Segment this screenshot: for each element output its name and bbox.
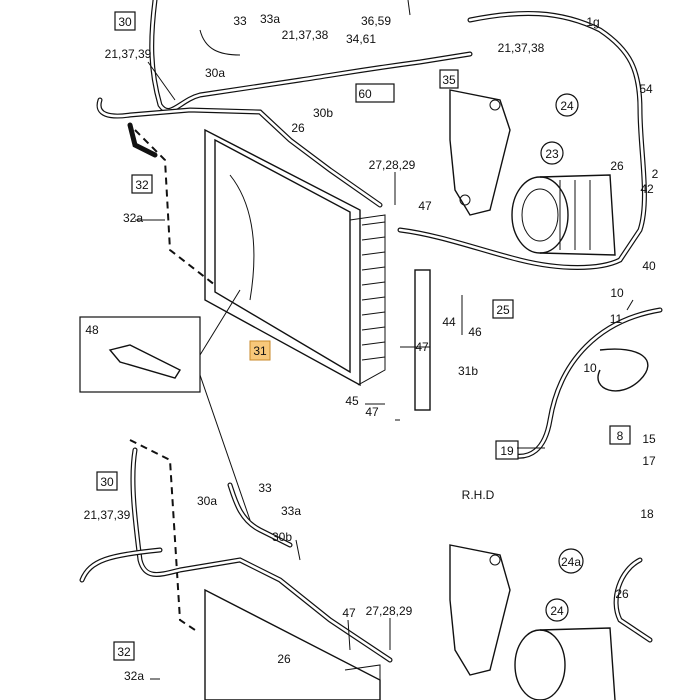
label-33-top: 33 xyxy=(233,14,247,28)
label-47-low: 47 xyxy=(365,405,379,419)
label-42: 42 xyxy=(640,182,654,196)
bracket-bottom xyxy=(449,544,511,676)
label-11: 11 xyxy=(610,312,623,326)
label-24-bottom: 24 xyxy=(550,604,564,618)
label-26-right: 26 xyxy=(610,159,624,173)
label-31b: 31b xyxy=(458,364,478,378)
label-46: 46 xyxy=(468,325,482,339)
label-27-28-29-bottom: 27,28,29 xyxy=(366,604,413,618)
label-26-top: 26 xyxy=(291,121,305,135)
label-25: 25 xyxy=(496,303,510,317)
label-24-top: 24 xyxy=(560,99,574,113)
label-18: 18 xyxy=(640,507,654,521)
label-60: 60 xyxy=(358,87,372,101)
label-33a-top: 33a xyxy=(260,12,280,26)
label-rhd: R.H.D xyxy=(462,488,495,502)
label-21-37-38-right: 21,37,38 xyxy=(498,41,545,55)
bracket-top xyxy=(449,89,511,216)
label-32-top: 32 xyxy=(135,178,149,192)
label-47-top: 47 xyxy=(418,199,432,213)
label-17: 17 xyxy=(642,454,656,468)
label-47-bottom: 47 xyxy=(342,606,356,620)
inset-48 xyxy=(79,289,251,521)
label-26-bottom: 26 xyxy=(277,652,291,666)
label-26-bottom-right: 26 xyxy=(615,587,629,601)
label-33a-bottom: 33a xyxy=(281,504,301,518)
label-44: 44 xyxy=(442,315,456,329)
hose-lines-top xyxy=(96,0,647,270)
label-32a-bottom: 32a xyxy=(124,669,144,683)
hose-lines-bottom xyxy=(79,447,653,663)
label-10-top: 10 xyxy=(610,286,624,300)
compressor-top xyxy=(511,174,616,256)
condenser-top xyxy=(204,128,386,387)
label-30-bottom: 30 xyxy=(100,475,114,489)
label-45: 45 xyxy=(345,394,359,408)
label-19: 19 xyxy=(500,444,514,458)
label-8: 8 xyxy=(617,429,624,443)
label-21-37-38-mid: 21,37,38 xyxy=(282,28,329,42)
label-35: 35 xyxy=(442,73,456,87)
label-32-bottom: 32 xyxy=(117,645,131,659)
label-40: 40 xyxy=(642,259,656,273)
filter-strip xyxy=(414,269,431,411)
label-30b-top: 30b xyxy=(313,106,333,120)
condenser-bottom xyxy=(204,588,381,700)
hose-19 xyxy=(507,307,663,459)
label-15: 15 xyxy=(642,432,656,446)
label-31: 31 xyxy=(253,344,267,358)
label-27-28-29-top: 27,28,29 xyxy=(369,158,416,172)
label-21-37-39-top: 21,37,39 xyxy=(105,47,152,61)
compressor-bottom xyxy=(514,627,616,700)
label-30b-bottom: 30b xyxy=(272,530,292,544)
label-23: 23 xyxy=(545,147,559,161)
label-32a-top: 32a xyxy=(123,211,143,225)
label-36-59: 36,59 xyxy=(361,14,391,28)
label-30a-top: 30a xyxy=(205,66,225,80)
label-10-mid: 10 xyxy=(583,361,597,375)
label-24a: 24a xyxy=(561,555,581,569)
label-34-61: 34,61 xyxy=(346,32,376,46)
label-1g: 1g xyxy=(586,15,599,29)
label-21-37-39-bottom: 21,37,39 xyxy=(84,508,131,522)
label-30a-bottom: 30a xyxy=(197,494,217,508)
label-33-bottom: 33 xyxy=(258,481,272,495)
label-30-top: 30 xyxy=(118,15,132,29)
label-54: 54 xyxy=(639,82,653,96)
label-48: 48 xyxy=(85,323,99,337)
label-2-right: 2 xyxy=(652,167,659,181)
